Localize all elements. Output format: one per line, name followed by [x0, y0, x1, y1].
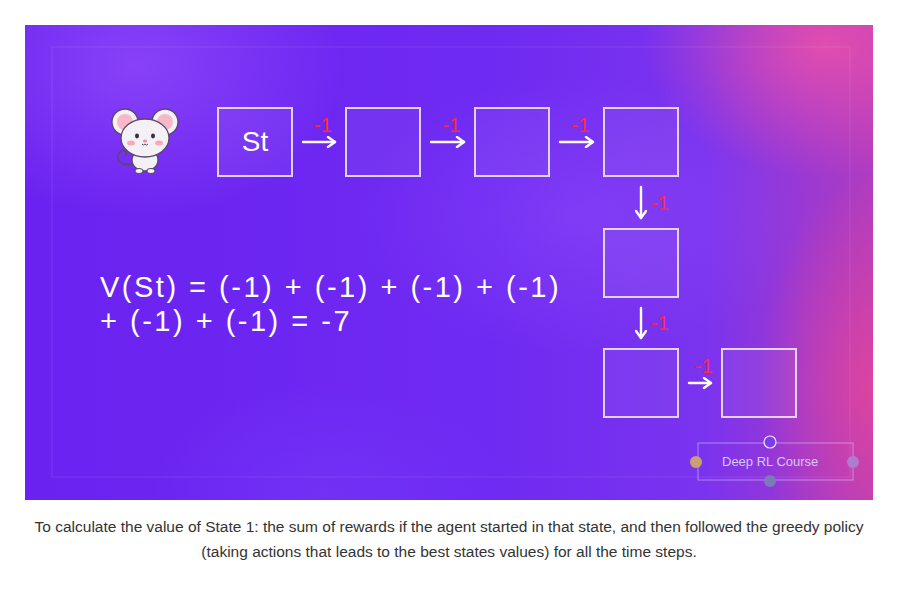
- figure-caption: To calculate the value of State 1: the s…: [24, 514, 874, 564]
- watermark-frame: [690, 436, 859, 487]
- transition-arrow: [303, 141, 335, 143]
- transition-arrow: [560, 141, 593, 143]
- mouse-cheek: [127, 141, 135, 146]
- state-box: [474, 107, 550, 177]
- transition-arrow: [431, 141, 464, 143]
- reward-label: -1: [695, 355, 713, 377]
- reward-label: -1: [443, 114, 461, 136]
- reward-label: -1: [314, 114, 332, 136]
- state-box: [345, 107, 421, 177]
- transition-arrow: [640, 308, 642, 338]
- transition-arrow: [640, 187, 642, 218]
- value-equation: V(St) = (-1) + (-1) + (-1) + (-1) + (-1)…: [100, 270, 580, 338]
- watermark-icon: [764, 475, 776, 487]
- watermark-icon: [847, 456, 859, 468]
- inner-frame: [52, 47, 850, 477]
- mouse-eye: [151, 134, 155, 139]
- mouse-head: [121, 119, 169, 157]
- gradient-panel: [25, 25, 873, 500]
- watermark-box: [698, 443, 853, 480]
- mouse-foot: [147, 169, 155, 174]
- mouse-cheek: [155, 141, 163, 146]
- reward-label: -1: [651, 312, 669, 334]
- mouse-eye: [135, 134, 139, 139]
- transition-arrow: [689, 382, 711, 384]
- reward-label: -1: [651, 192, 669, 214]
- state-name: St: [242, 126, 268, 158]
- state-box: [721, 348, 797, 418]
- state-box: [603, 228, 679, 298]
- mouse-nose: [143, 140, 147, 143]
- watermark-text: Deep RL Course: [722, 454, 818, 470]
- start-state-box: St: [217, 107, 293, 177]
- state-box: [603, 348, 679, 418]
- watermark-icon: [764, 436, 776, 448]
- mouse-illustration: [112, 109, 178, 174]
- mouse-mouth: [142, 144, 148, 145]
- watermark-icon: [690, 456, 702, 468]
- reward-label: -1: [572, 114, 590, 136]
- state-box: [603, 107, 679, 177]
- mouse-foot: [135, 169, 143, 174]
